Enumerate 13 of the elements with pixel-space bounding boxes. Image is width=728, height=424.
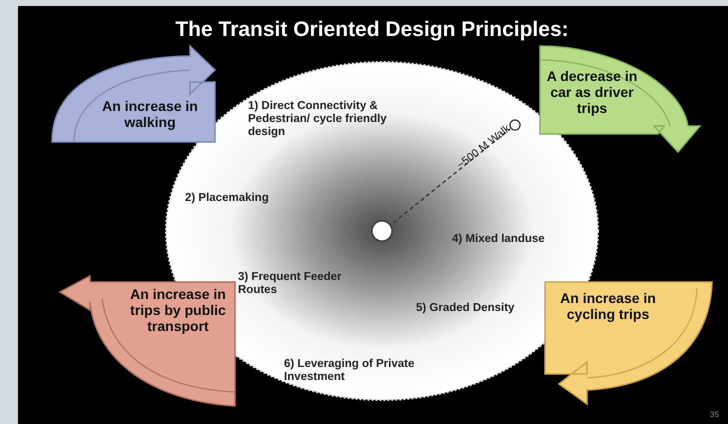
arrow-label: A decrease in car as driver trips	[546, 68, 638, 116]
principle-label: 5) Graded Density	[416, 302, 516, 315]
arrow-label: An increase in cycling trips	[559, 290, 657, 322]
arrow-label: An increase in trips by public transport	[129, 286, 227, 334]
principle-label: 4) Mixed landuse	[452, 233, 546, 246]
arrow-label: An increase in walking	[101, 98, 199, 130]
dimension-label: ~500 M Walk	[454, 122, 514, 172]
page-number: 35	[710, 409, 720, 421]
principle-label: 2) Placemaking	[185, 192, 270, 205]
title: The Transit Oriented Design Principles:	[174, 18, 570, 42]
principle-label: 1) Direct Connectivity & Pedestrian/ cycle friendly design	[248, 100, 388, 139]
principle-label: 3) Frequent Feeder Routes	[238, 271, 343, 297]
principle-label: 6) Leveraging of Private Investment	[284, 358, 416, 384]
